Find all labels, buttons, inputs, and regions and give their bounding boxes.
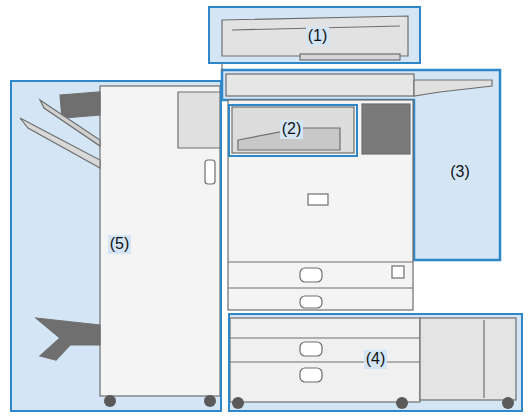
callout-number: (4) — [364, 350, 388, 368]
callout-number: (5) — [108, 235, 132, 253]
callout-number: (2) — [280, 120, 304, 138]
callout-region: (5) — [10, 80, 222, 412]
callout-region: (4) — [228, 313, 523, 412]
callout-number: (1) — [306, 27, 330, 45]
callout-region: (2) — [228, 104, 358, 157]
callout-number: (3) — [448, 163, 472, 181]
callout-region: (3) — [222, 70, 500, 260]
callout-region: (1) — [208, 6, 421, 64]
